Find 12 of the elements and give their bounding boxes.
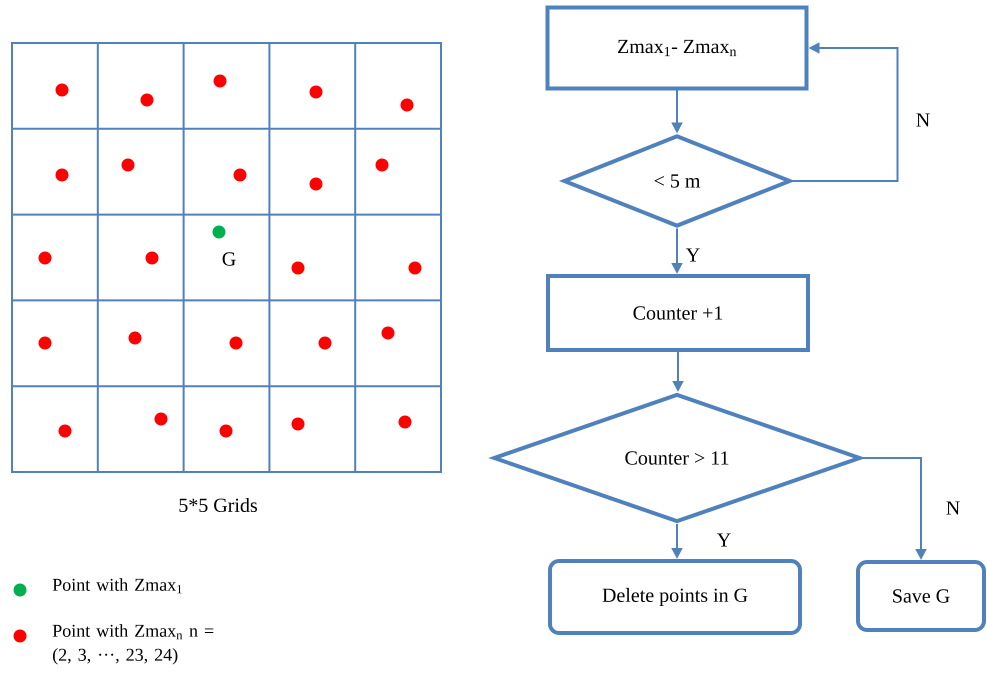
edge-label: Y	[684, 247, 702, 263]
process-box: Counter +1	[546, 274, 810, 352]
terminal-box: Delete points in G	[548, 559, 802, 635]
grid-caption: 5*5 Grids	[179, 498, 257, 512]
point-label: G	[222, 252, 236, 266]
legend-text: Point with Zmax$_{n}$ n = (2, 3, ···, 23, 24)	[52, 624, 214, 664]
legend-text: Point with Zmax$_{1}$	[52, 578, 182, 594]
terminal-box: Save G	[856, 560, 986, 632]
edge-label: N	[914, 112, 932, 128]
edge-label: Y	[716, 532, 732, 548]
process-box: Zmax$_{1}$- Zmax$_{n}$	[546, 6, 808, 90]
edge-label: N	[944, 500, 962, 516]
